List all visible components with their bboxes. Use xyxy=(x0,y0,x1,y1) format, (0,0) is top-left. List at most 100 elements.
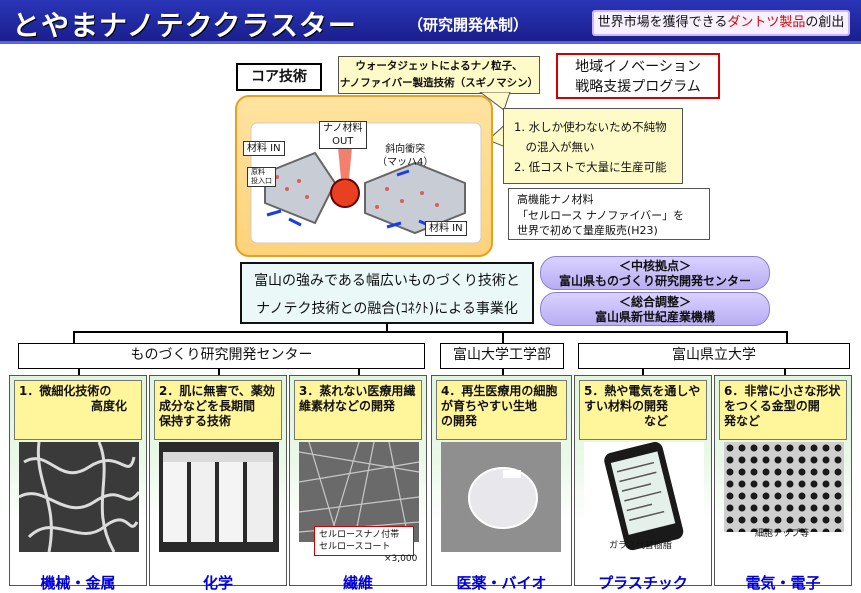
category-label: 繊維 xyxy=(342,574,373,592)
benefit-line-1: 1. 水しか使わないため不純物 xyxy=(514,120,667,134)
column-heading: 2．肌に無害で、薬効 成分などを長期間 保持する技術 xyxy=(154,380,282,440)
collision-line2: （マッハ4） xyxy=(377,157,434,168)
tree-connector xyxy=(786,331,788,343)
category-label: 電気・電子 xyxy=(745,574,821,592)
column-heading-line2: すい材料の開発 xyxy=(584,399,669,413)
column-heading: 4．再生医療用の細胞 が育ちやすい生地 の開発 xyxy=(436,380,567,440)
column-heading: 1．微細化技術の 高度化 xyxy=(14,380,142,440)
inlet-label: 原料 投入口 xyxy=(247,167,276,187)
chip-caption: 細胞チップ等 xyxy=(755,529,810,539)
tree-connector xyxy=(78,369,80,375)
core-hub-line1: ＜中核拠点＞ xyxy=(618,259,691,273)
coordination-hub-pill: ＜総合調整＞ 富山県新世紀産業機構 xyxy=(540,292,770,326)
category-label: 機械・金属 xyxy=(40,574,116,592)
magnification-label: ×3,000 xyxy=(384,554,418,564)
page-title: とやまナノテククラスター xyxy=(12,9,357,42)
column-pharma-bio: 4．再生医療用の細胞 が育ちやすい生地 の開発 医薬・バイオ xyxy=(431,375,572,592)
column-heading-line2: をつくる金型の開 xyxy=(724,399,820,413)
category-label: プラスチック xyxy=(598,574,688,592)
fiber-label-line2: セルロースコート xyxy=(319,542,391,552)
regional-innovation-line1: 地域イノベーション xyxy=(575,59,701,75)
commercialization-box: 富山の強みである幅広いものづくり技術と ナノテク技術との融合(ｺﾈｸﾄ)による事… xyxy=(240,262,534,324)
org-toyama-university: 富山大学工学部 xyxy=(440,343,564,369)
collision-line1: 斜向衝突 xyxy=(385,144,426,155)
tree-connector xyxy=(784,369,786,375)
org-toyama-prefectural-university: 富山県立大学 xyxy=(578,343,850,369)
category-label: 医薬・バイオ xyxy=(456,574,547,592)
column-heading-line1: 6．非常に小さな形状 xyxy=(724,384,841,398)
tree-connector xyxy=(642,369,644,375)
tree-connector xyxy=(358,369,360,375)
regional-innovation-box: 地域イノベーション 戦略支援プログラム xyxy=(556,53,720,99)
core-technology-label: コア技術 xyxy=(236,63,322,91)
waterjet-callout-line1: ウォータジェットによるナノ粒子、 xyxy=(355,60,523,72)
cell-chip-photo xyxy=(724,442,844,532)
benefits-callout: 1. 水しか使わないため不純物 の混入が無い 2. 低コストで大量に生産可能 xyxy=(503,108,683,184)
column-chemistry: 2．肌に無害で、薬効 成分などを長期間 保持する技術 化学 xyxy=(149,375,287,592)
nano-out-label: ナノ材料 OUT xyxy=(319,121,367,149)
nano-out-line1: ナノ材料 xyxy=(323,123,363,134)
column-heading-line1: 1．微細化技術の xyxy=(19,384,112,398)
column-heading-line3: など xyxy=(584,414,669,428)
nanofiber-sem-photo xyxy=(19,442,139,552)
product-box: 高機能ナノ材料 「セルロース ナノファイバー」を 世界で初めて量産販売(H23) xyxy=(508,188,710,240)
material-in-label-1: 材料 IN xyxy=(243,141,285,156)
inlet-line1: 原料 xyxy=(251,168,265,176)
regional-innovation-line2: 戦略支援プログラム xyxy=(575,79,701,95)
smartphone-photo xyxy=(584,442,704,552)
column-textiles: 3．蒸れない医療用繊 維素材などの開発 セルロースナノ付帯 セルロースコート ×… xyxy=(289,375,427,592)
column-heading: 3．蒸れない医療用繊 維素材などの開発 xyxy=(294,380,422,440)
commercialization-line2: ナノテク技術との融合(ｺﾈｸﾄ)による事業化 xyxy=(256,301,518,317)
column-heading: 5．熱や電気を通しや すい材料の開発 など xyxy=(579,380,707,440)
callout-pointer xyxy=(479,92,511,111)
cell-sheet-photo xyxy=(441,442,561,552)
benefit-line-3: 2. 低コストで大量に生産可能 xyxy=(514,160,667,174)
column-heading-line2: が育ちやすい生地 xyxy=(441,399,538,413)
nano-out-line2: OUT xyxy=(332,136,354,147)
tree-connector xyxy=(502,369,504,375)
column-heading-line3: 発など xyxy=(724,414,761,428)
column-heading-line1: 2．肌に無害で、薬効 xyxy=(159,384,275,398)
page-subtitle: （研究開発体制） xyxy=(408,16,529,34)
product-line-2: 「セルロース ナノファイバー」を xyxy=(517,208,685,222)
slogan-prefix: 世界市場を獲得できる xyxy=(597,15,728,30)
collision-label: 斜向衝突 （マッハ4） xyxy=(377,143,433,169)
column-heading-line2: 維素材などの開発 xyxy=(299,399,396,413)
column-electronics: 6．非常に小さな形状 をつくる金型の開 発など 細胞チップ等 電気・電子 xyxy=(714,375,852,592)
coordination-hub-line2: 富山県新世紀産業機構 xyxy=(594,310,715,324)
column-heading-line3: の開発 xyxy=(441,414,478,428)
waterjet-diagram-graphic xyxy=(250,122,482,244)
slogan-badge: 世界市場を獲得できるダントツ製品の創出 xyxy=(592,10,850,36)
fiber-label-line1: セルロースナノ付帯 xyxy=(319,530,400,540)
slogan-highlight: ダントツ製品 xyxy=(727,15,806,30)
column-heading-line1: 4．再生医療用の細胞 xyxy=(441,384,558,398)
waterjet-callout-line2: ナノファイバー製造技術（スギノマシン） xyxy=(339,77,539,89)
coordination-hub-line1: ＜総合調整＞ xyxy=(618,295,691,309)
waterjet-diagram: 材料 IN ナノ材料 OUT 斜向衝突 （マッハ4） 原料 投入口 材料 IN xyxy=(235,95,493,257)
waterjet-callout: ウォータジェットによるナノ粒子、 ナノファイバー製造技術（スギノマシン） xyxy=(338,56,540,94)
tree-connector xyxy=(73,331,787,333)
column-heading-line1: 3．蒸れない医療用繊 xyxy=(299,384,416,398)
inlet-line2: 投入口 xyxy=(251,177,272,185)
core-hub-pill: ＜中核拠点＞ 富山県ものづくり研究開発センター xyxy=(540,256,770,290)
product-line-1: 高機能ナノ材料 xyxy=(517,193,594,206)
core-hub-line2: 富山県ものづくり研究開発センター xyxy=(558,274,751,288)
column-heading-line1: 5．熱や電気を通しや xyxy=(584,384,701,398)
glass-caption: ガラス代替樹脂 xyxy=(609,541,672,551)
column-heading: 6．非常に小さな形状 をつくる金型の開 発など xyxy=(719,380,847,440)
org-manufacturing-center: ものづくり研究開発センター xyxy=(18,343,425,369)
column-heading-line3: 保持する技術 xyxy=(159,414,232,428)
fiber-label-box: セルロースナノ付帯 セルロースコート xyxy=(314,526,414,556)
cosmetic-packets-photo xyxy=(159,442,279,552)
benefit-line-2: の混入が無い xyxy=(514,140,595,154)
column-heading-line2: 高度化 xyxy=(19,399,128,413)
product-line-3: 世界で初めて量産販売(H23) xyxy=(517,224,658,237)
tree-connector xyxy=(502,331,504,343)
column-machinery: 1．微細化技術の 高度化 機械・金属 xyxy=(9,375,147,592)
fiber-micrograph-photo xyxy=(299,442,419,543)
column-heading-line2: 成分などを長期間 xyxy=(159,399,256,413)
tree-connector xyxy=(386,324,388,332)
slogan-suffix: の創出 xyxy=(805,15,845,30)
column-plastics: 5．熱や電気を通しや すい材料の開発 など ガラス代替樹脂 プラスチック xyxy=(574,375,712,592)
tree-connector xyxy=(218,369,220,375)
